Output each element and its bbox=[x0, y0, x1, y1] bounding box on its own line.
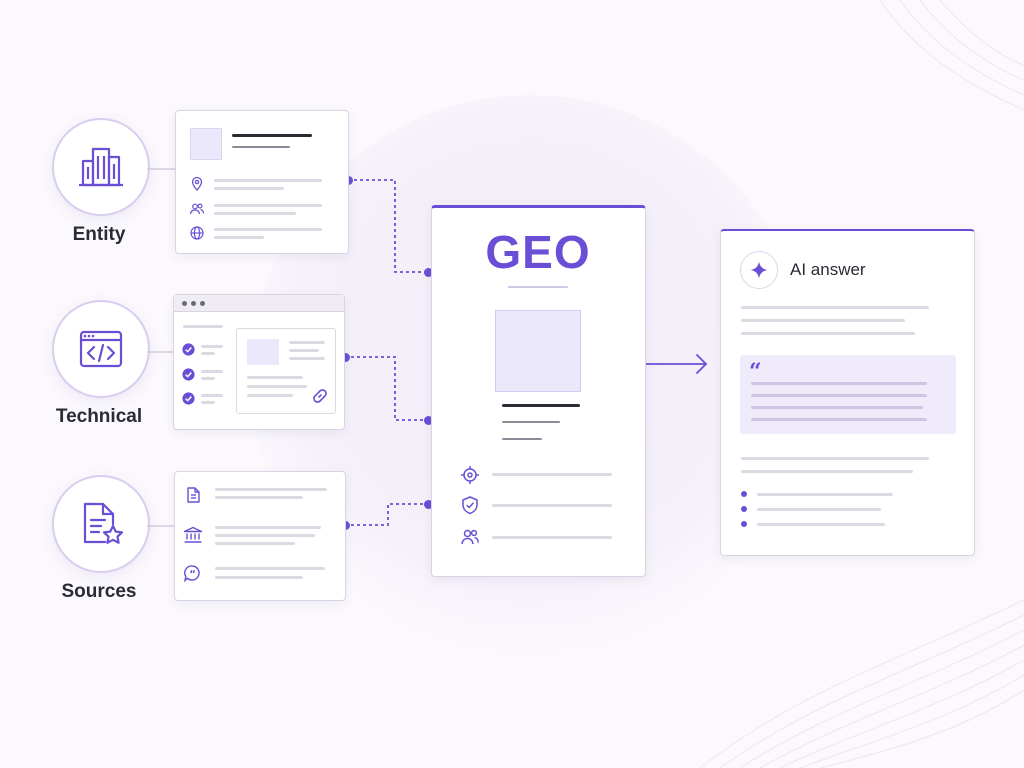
text-line bbox=[741, 332, 915, 335]
check-circle-icon bbox=[182, 368, 195, 381]
text-line bbox=[214, 228, 322, 231]
check-circle-icon bbox=[182, 392, 195, 405]
entity-circle bbox=[52, 118, 150, 216]
text-line bbox=[757, 508, 881, 511]
building-icon bbox=[79, 147, 123, 187]
text-line bbox=[492, 504, 612, 507]
text-line bbox=[215, 496, 303, 499]
text-line bbox=[289, 341, 325, 344]
entity-card bbox=[175, 110, 349, 254]
text-line bbox=[201, 377, 215, 380]
globe-icon bbox=[190, 226, 204, 240]
divider bbox=[508, 286, 568, 288]
target-icon bbox=[461, 466, 479, 484]
technical-card bbox=[173, 294, 345, 430]
text-line bbox=[201, 401, 215, 404]
profile-image-placeholder bbox=[190, 128, 222, 160]
ai-answer-title: AI answer bbox=[790, 260, 866, 279]
connector-dot bbox=[424, 500, 433, 509]
quote-block: “ bbox=[740, 355, 956, 434]
page-preview bbox=[236, 328, 336, 414]
text-line bbox=[215, 567, 325, 570]
bullet bbox=[741, 491, 747, 497]
image-placeholder bbox=[495, 310, 581, 392]
text-line bbox=[232, 134, 312, 137]
text-line bbox=[247, 385, 307, 388]
connector-dot bbox=[424, 268, 433, 277]
link-icon bbox=[313, 389, 327, 403]
geo-card bbox=[431, 205, 646, 577]
text-line bbox=[215, 526, 321, 529]
sources-circle bbox=[52, 475, 150, 573]
text-line bbox=[492, 473, 612, 476]
text-line bbox=[289, 349, 319, 352]
text-line bbox=[741, 470, 913, 473]
sources-card: “ bbox=[174, 471, 346, 601]
svg-text:“: “ bbox=[189, 569, 196, 580]
location-pin-icon bbox=[191, 176, 203, 191]
text-line bbox=[201, 394, 223, 397]
text-line bbox=[214, 179, 322, 182]
text-line bbox=[215, 576, 303, 579]
text-line bbox=[502, 404, 580, 407]
geo-title: GEO bbox=[485, 226, 591, 278]
text-line bbox=[751, 382, 927, 385]
people-icon bbox=[189, 203, 205, 215]
document-icon bbox=[187, 487, 200, 503]
category-label-entity: Entity bbox=[72, 224, 126, 245]
text-line bbox=[201, 370, 223, 373]
text-line bbox=[502, 438, 542, 440]
text-line bbox=[247, 376, 303, 379]
text-line bbox=[492, 536, 612, 539]
text-line bbox=[214, 236, 264, 239]
category-label-technical: Technical bbox=[55, 406, 143, 427]
text-line bbox=[201, 352, 215, 355]
connector-dot bbox=[341, 353, 350, 362]
text-line bbox=[757, 493, 893, 496]
text-line bbox=[214, 187, 284, 190]
bullet bbox=[741, 506, 747, 512]
text-line bbox=[201, 345, 223, 348]
text-line bbox=[232, 146, 290, 148]
image-placeholder bbox=[247, 339, 279, 365]
sparkle-icon bbox=[750, 261, 768, 279]
browser-titlebar bbox=[174, 295, 344, 312]
quote-mark: “ bbox=[749, 359, 762, 385]
category-label-sources: Sources bbox=[61, 581, 137, 602]
text-line bbox=[751, 406, 923, 409]
text-line bbox=[741, 319, 905, 322]
text-line bbox=[502, 421, 560, 423]
quote-bubble-icon: “ bbox=[183, 565, 200, 583]
text-line bbox=[289, 357, 325, 360]
text-line bbox=[215, 542, 295, 545]
document-star-icon bbox=[83, 502, 124, 544]
text-line bbox=[215, 488, 327, 491]
bank-icon bbox=[183, 526, 203, 543]
shield-check-icon bbox=[462, 496, 478, 515]
technical-circle bbox=[52, 300, 150, 398]
text-line bbox=[247, 394, 293, 397]
text-line bbox=[214, 212, 296, 215]
text-line bbox=[214, 204, 322, 207]
text-line bbox=[741, 457, 929, 460]
text-line bbox=[215, 534, 315, 537]
people-icon bbox=[461, 529, 480, 545]
text-line bbox=[751, 418, 927, 421]
text-line bbox=[741, 306, 929, 309]
connector-dot bbox=[424, 416, 433, 425]
text-line bbox=[757, 523, 885, 526]
text-line bbox=[751, 394, 927, 397]
code-window-icon bbox=[79, 330, 123, 368]
check-circle-icon bbox=[182, 343, 195, 356]
ai-icon-circle bbox=[740, 251, 778, 289]
text-line bbox=[183, 325, 223, 328]
bullet bbox=[741, 521, 747, 527]
